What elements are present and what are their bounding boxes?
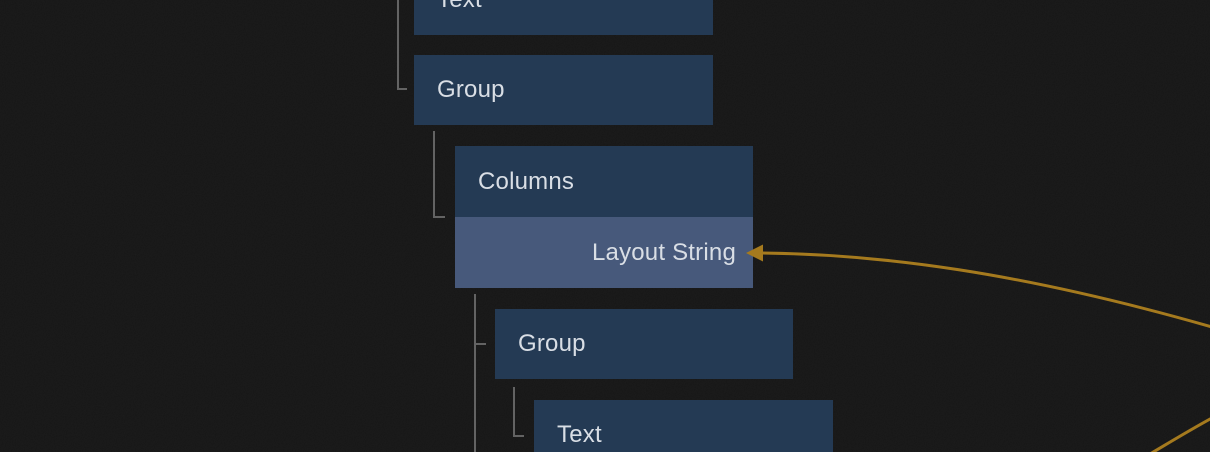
tree-node-columns[interactable]: Columns Layout String — [455, 146, 753, 288]
connection-wire-bottom-right[interactable] — [1150, 417, 1210, 452]
tree-node-group-1[interactable]: Group — [414, 55, 713, 125]
tree-connector — [433, 131, 445, 218]
node-header[interactable]: Columns — [455, 146, 753, 217]
tree-connector — [397, 0, 407, 90]
tree-node-text-2[interactable]: Text — [534, 400, 833, 452]
tree-connector — [513, 387, 524, 437]
node-label: Group — [437, 76, 505, 103]
tree-node-group-2[interactable]: Group — [495, 309, 793, 379]
node-label: Text — [557, 421, 602, 448]
port-layout-string[interactable]: Layout String — [455, 217, 753, 288]
port-label: Layout String — [591, 238, 736, 266]
node-label: Text — [437, 0, 482, 14]
tree-node-text-ancestor[interactable]: Text — [414, 0, 713, 35]
connection-wire-layout-string[interactable] — [746, 244, 1210, 328]
node-label: Group — [518, 330, 586, 357]
wire-path[interactable] — [758, 251, 1210, 328]
node-label: Columns — [478, 167, 575, 195]
